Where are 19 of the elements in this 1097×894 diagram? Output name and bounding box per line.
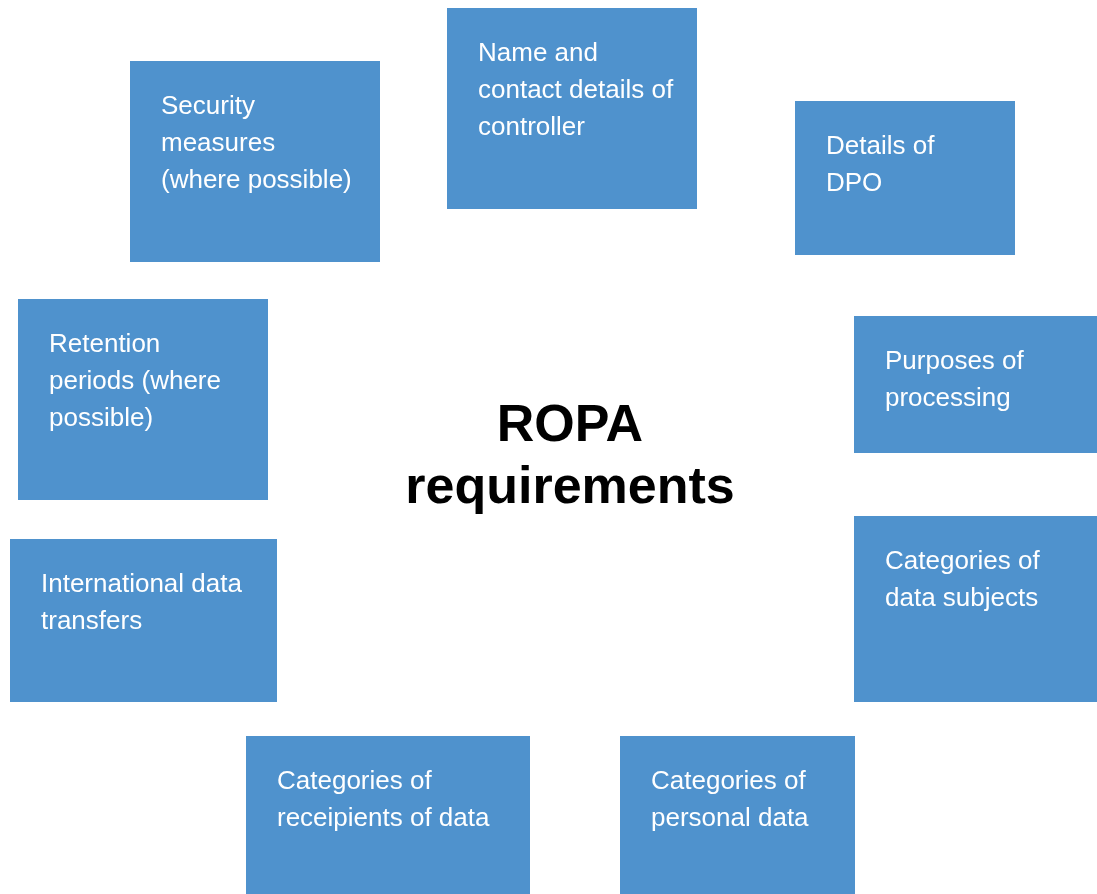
requirement-label: Purposes of processing (885, 344, 1025, 414)
requirement-box (10, 539, 277, 702)
requirement-label: Categories of receipients of data (277, 764, 491, 834)
requirement-box (246, 736, 530, 894)
requirement-label: Categories of personal data (651, 764, 810, 834)
requirement-box (18, 299, 268, 500)
requirement-label: Security measures (where possible) (161, 89, 353, 196)
requirement-label: Retention periods (where possible) (49, 327, 222, 434)
requirement-label: Categories of data subjects (885, 544, 1041, 614)
requirement-box (130, 61, 380, 262)
requirement-box (854, 516, 1097, 702)
requirement-box (795, 101, 1015, 255)
requirement-box (447, 8, 697, 209)
requirement-label: International data transfers (41, 567, 243, 637)
requirement-box (854, 316, 1097, 453)
requirement-label: Details of DPO (826, 129, 936, 199)
requirement-box (620, 736, 855, 894)
requirement-label: Name and contact details of controller (478, 36, 675, 143)
diagram-title: ROPA requirements (404, 393, 736, 516)
